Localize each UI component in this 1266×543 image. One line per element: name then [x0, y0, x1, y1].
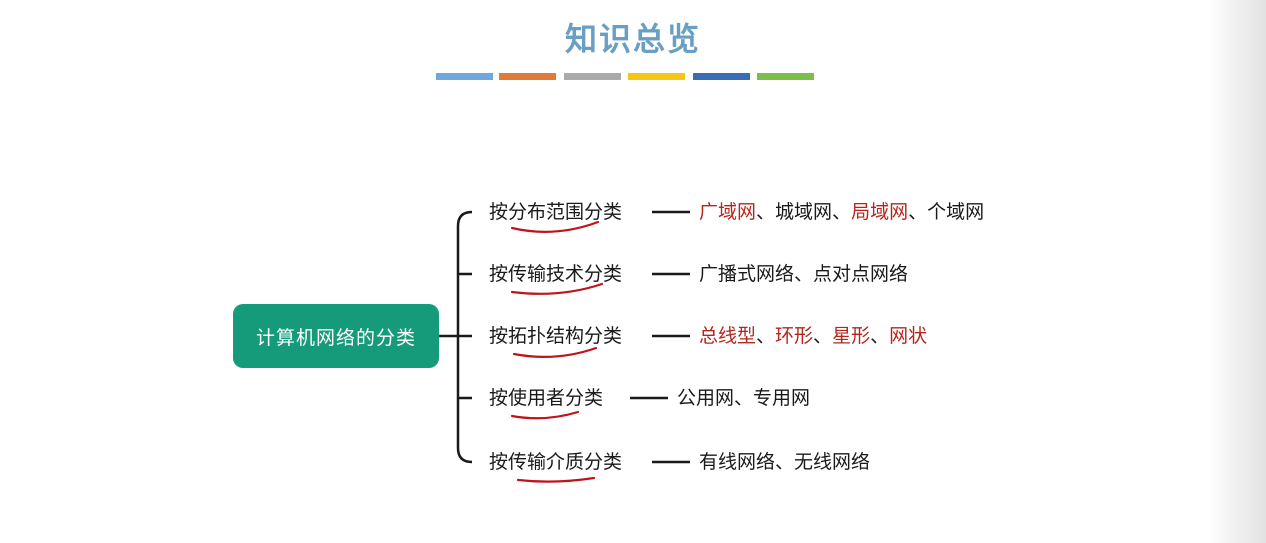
value-separator: 、 — [756, 325, 776, 347]
branch-values-5: 有线网络、无线网络 — [699, 448, 870, 476]
value-separator: 、 — [813, 325, 833, 347]
value-separator: 、 — [734, 387, 754, 409]
branch-category-3: 按拓扑结构分类 — [489, 325, 623, 347]
handwritten-underline-3 — [512, 346, 598, 358]
branch-category-2: 按传输技术分类 — [489, 263, 623, 285]
branch-category-4: 按使用者分类 — [489, 387, 604, 409]
branch-value-item: 有线网络 — [699, 451, 776, 473]
branch-value-item: 无线网络 — [794, 451, 871, 473]
branch-values-1: 广域网、城域网、局域网、个域网 — [699, 198, 984, 226]
accent-bar-1 — [436, 73, 493, 80]
value-separator: 、 — [908, 201, 928, 223]
branch-values-2: 广播式网络、点对点网络 — [699, 260, 908, 288]
branch-value-item: 城域网 — [775, 201, 833, 223]
branch-category-5: 按传输介质分类 — [489, 451, 623, 473]
value-separator: 、 — [832, 201, 852, 223]
slide-right-shadow — [1208, 0, 1266, 543]
branch-value-item: 网状 — [889, 325, 928, 347]
accent-bar-6 — [757, 73, 814, 80]
accent-bar-2 — [499, 73, 556, 80]
value-separator: 、 — [756, 201, 776, 223]
branch-value-item: 星形 — [832, 325, 871, 347]
value-separator: 、 — [870, 325, 890, 347]
slide-title: 知识总览 — [564, 20, 701, 58]
branch-value-item: 广播式网络 — [699, 263, 795, 285]
branch-value-item: 总线型 — [699, 325, 757, 347]
accent-bar-5 — [693, 73, 750, 80]
branch-value-item: 局域网 — [851, 201, 909, 223]
handwritten-underline-2 — [510, 282, 604, 295]
branch-value-item: 个域网 — [927, 201, 985, 223]
value-separator: 、 — [775, 451, 795, 473]
accent-bar-3 — [564, 73, 621, 80]
handwritten-underline-1 — [510, 220, 600, 233]
mindmap-root-node: 计算机网络的分类 — [233, 304, 439, 368]
root-node-label: 计算机网络的分类 — [255, 326, 416, 349]
accent-bar-4 — [628, 73, 685, 80]
branch-value-item: 专用网 — [753, 387, 811, 409]
branch-value-item: 广域网 — [699, 201, 757, 223]
handwritten-underline-5 — [516, 476, 596, 483]
branch-values-3: 总线型、环形、星形、网状 — [699, 322, 927, 350]
branch-value-item: 环形 — [775, 325, 814, 347]
branch-values-4: 公用网、专用网 — [677, 384, 810, 412]
value-separator: 、 — [794, 263, 814, 285]
branch-category-1: 按分布范围分类 — [489, 201, 623, 223]
branch-value-item: 公用网 — [677, 387, 735, 409]
handwritten-underline-4 — [510, 410, 580, 420]
branch-value-item: 点对点网络 — [813, 263, 909, 285]
